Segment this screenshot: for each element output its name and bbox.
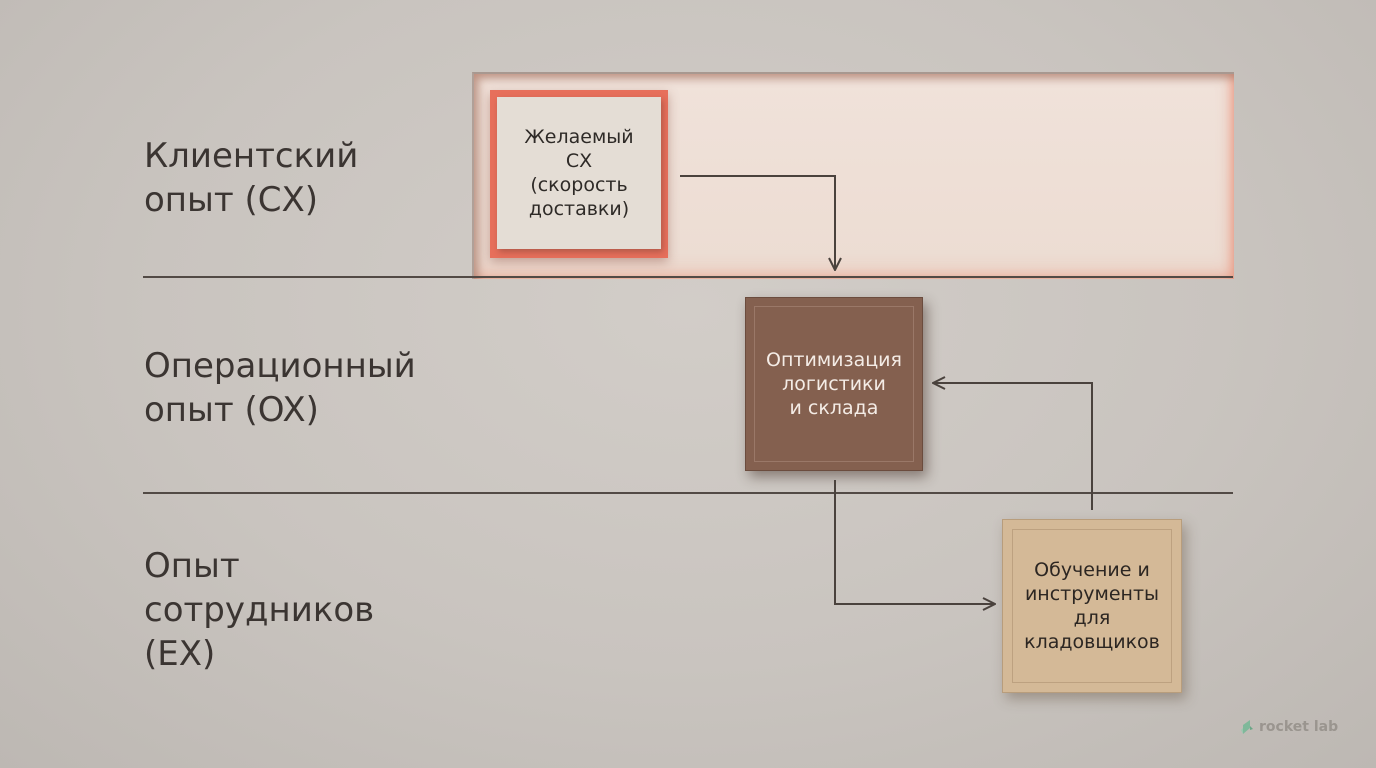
layer-label-ex: Опыт сотрудников (EX) <box>144 546 375 674</box>
brand-logo: rocket lab <box>1240 718 1338 736</box>
divider-cx-ox <box>143 276 1233 278</box>
layer-label-ox: Операционный опыт (OX) <box>144 346 416 430</box>
divider-ox-ex <box>143 492 1233 494</box>
arrow-ex-to-ox <box>933 383 1093 510</box>
card-logistics-optimization: Оптимизация логистики и склада <box>745 297 923 471</box>
rocket-lab-logo-icon <box>1241 720 1253 734</box>
layer-label-cx: Клиентский опыт (CX) <box>144 136 359 220</box>
card-staff-training: Обучение и инструменты для кладовщиков <box>1002 519 1182 693</box>
arrow-ox-to-ex <box>834 480 995 604</box>
brand-name: rocket lab <box>1259 719 1339 735</box>
card-desired-cx: Желаемый CX (скорость доставки) <box>497 97 661 249</box>
